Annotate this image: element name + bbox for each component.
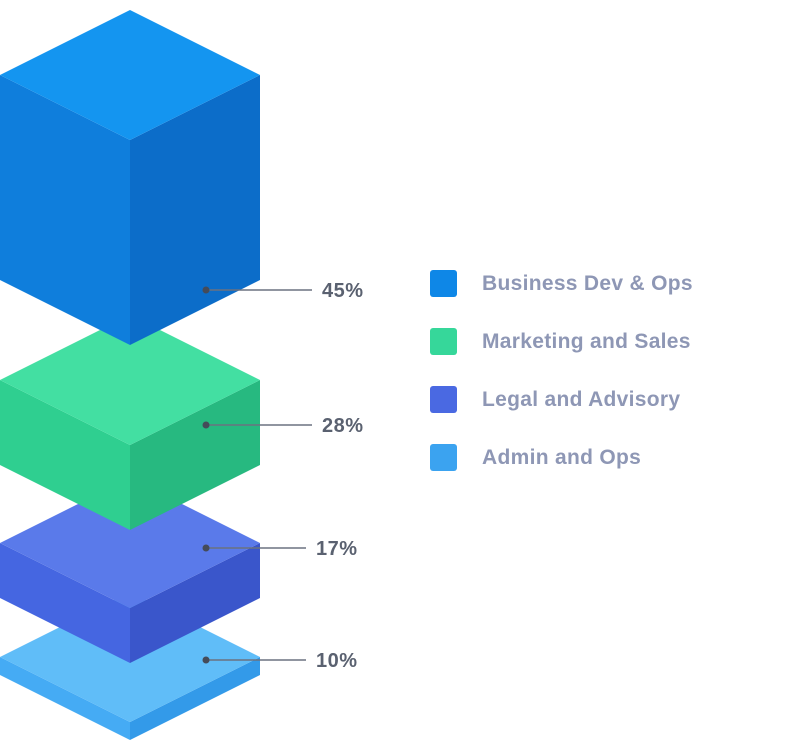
legend: Business Dev & Ops Marketing and Sales L… [430, 270, 693, 471]
segment-marketing-top-face [0, 315, 260, 445]
legend-item-marketing: Marketing and Sales [430, 328, 693, 355]
segment-legal-and-advisory [0, 478, 260, 663]
percent-label-marketing: 28% [322, 415, 364, 437]
legend-swatch-marketing [430, 328, 457, 355]
segment-legal-right-face [130, 543, 260, 663]
segment-business-top-face [0, 10, 260, 140]
segment-legal-top-face [0, 478, 260, 608]
segment-legal-left-face [0, 543, 130, 663]
legend-label-admin: Admin and Ops [482, 445, 642, 469]
callout-dot [202, 544, 210, 552]
legend-swatch-admin [430, 444, 457, 471]
segment-business-left-face [0, 75, 130, 345]
segment-business-dev [0, 10, 260, 345]
callout-legal: 17% [202, 538, 358, 560]
segment-business-right-face [130, 75, 260, 345]
segment-marketing-and-sales [0, 315, 260, 530]
percent-label-admin: 10% [316, 650, 358, 672]
callout-marketing: 28% [202, 415, 364, 437]
callout-dot [202, 421, 210, 429]
segment-marketing-right-face [130, 380, 260, 530]
legend-label-business-dev: Business Dev & Ops [482, 271, 693, 295]
callout-admin: 10% [202, 650, 358, 672]
legend-swatch-business-dev [430, 270, 457, 297]
percent-label-business-dev: 45% [322, 280, 364, 302]
callout-business-dev: 45% [202, 280, 364, 302]
segment-marketing-left-face [0, 380, 130, 530]
percent-label-legal: 17% [316, 538, 358, 560]
callout-dot [202, 656, 210, 664]
segment-admin-left-face [0, 657, 130, 740]
legend-label-legal: Legal and Advisory [482, 387, 681, 411]
segment-admin-right-face [130, 657, 260, 740]
legend-label-marketing: Marketing and Sales [482, 329, 691, 353]
legend-swatch-legal [430, 386, 457, 413]
legend-item-business-dev: Business Dev & Ops [430, 270, 693, 297]
legend-item-admin: Admin and Ops [430, 444, 693, 471]
legend-item-legal: Legal and Advisory [430, 386, 693, 413]
callout-dot [202, 286, 210, 294]
